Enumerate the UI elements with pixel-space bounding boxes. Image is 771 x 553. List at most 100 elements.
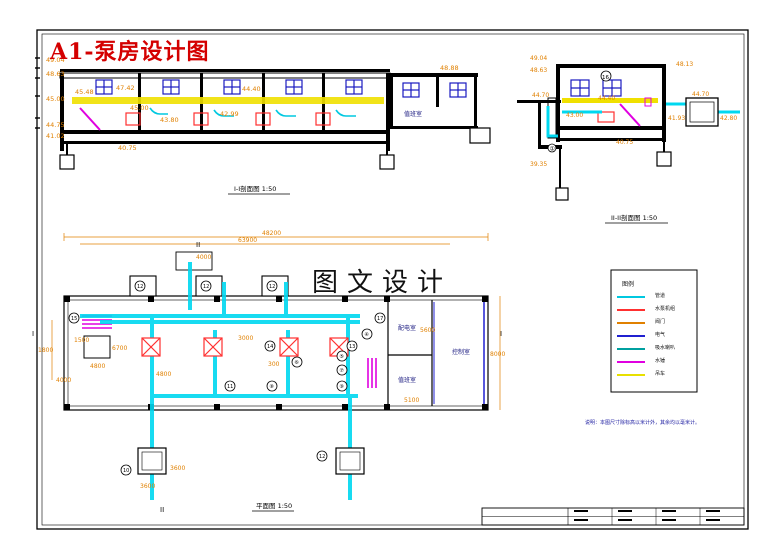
section1-crane-beam [72, 97, 384, 104]
margin-ticks [35, 57, 40, 129]
legend-item: 电气 [617, 331, 687, 339]
svg-text:16: 16 [602, 75, 609, 81]
svg-text:⑤: ⑤ [340, 354, 344, 360]
svg-text:48.63: 48.63 [530, 67, 547, 74]
svg-text:49.04: 49.04 [530, 55, 547, 62]
svg-text:1800: 1800 [38, 347, 53, 354]
svg-text:40.75: 40.75 [616, 139, 633, 146]
svg-text:14: 14 [267, 344, 273, 350]
section1-floor [60, 130, 390, 134]
svg-text:10: 10 [123, 468, 129, 474]
svg-text:3600: 3600 [170, 465, 185, 472]
svg-text:48.13: 48.13 [676, 61, 693, 68]
svg-text:12: 12 [319, 454, 325, 460]
legend-item: 吊车 [617, 370, 687, 378]
svg-text:42.80: 42.80 [720, 115, 737, 122]
svg-text:47.42: 47.42 [116, 84, 135, 92]
section-1-view: 49.04 48.63 45.48 45.00 47.42 45.00 44.4… [46, 56, 491, 195]
svg-text:6700: 6700 [112, 345, 127, 352]
legend-swatch [617, 322, 645, 324]
svg-text:45.00: 45.00 [46, 95, 65, 103]
svg-text:12: 12 [137, 284, 143, 290]
legend-swatch [617, 335, 645, 337]
legend-swatch [617, 374, 645, 376]
drawing-title: A1-泵房设计图 [50, 39, 210, 65]
svg-text:300: 300 [268, 361, 280, 368]
section1-caption: I-I剖面图 1:50 [234, 184, 276, 193]
room-label-1: 配电室 [398, 324, 416, 332]
section1-pumps [125, 112, 331, 126]
svg-text:I: I [500, 330, 502, 338]
legend-box [610, 269, 698, 393]
section1-room-label: 值班室 [404, 110, 422, 118]
svg-text:⑥: ⑥ [295, 360, 300, 366]
svg-text:4800: 4800 [90, 363, 105, 370]
plan-view: 配电室 值班室 控制室 [32, 230, 505, 514]
svg-text:49.04: 49.04 [46, 56, 65, 64]
legend-label: 电气 [655, 332, 666, 338]
plan-pumps [141, 337, 349, 357]
section1-roof [59, 72, 391, 79]
legend-swatch [617, 309, 645, 311]
section2-elevations: 49.04 48.63 44.70 44.40 43.00 44.70 41.9… [530, 55, 737, 168]
section1-footings [59, 154, 395, 170]
svg-text:39.35: 39.35 [530, 161, 547, 168]
svg-text:44.75: 44.75 [46, 121, 65, 129]
section1-stair [79, 107, 101, 131]
svg-text:63900: 63900 [238, 237, 257, 244]
legend-swatch [617, 348, 645, 350]
section1-annex-roof [390, 73, 478, 77]
svg-text:43.80: 43.80 [160, 116, 179, 124]
svg-text:44.40: 44.40 [242, 85, 261, 93]
section1-elevations: 49.04 48.63 45.48 45.00 47.42 45.00 44.4… [46, 56, 459, 152]
legend-item: 吸水喇叭 [617, 344, 687, 352]
svg-text:15: 15 [71, 316, 77, 322]
room-label-2: 值班室 [398, 376, 416, 384]
svg-text:45.00: 45.00 [130, 104, 149, 112]
watermark-text: 图文设计 [312, 268, 453, 298]
svg-text:II: II [196, 241, 200, 249]
svg-text:42.99: 42.99 [220, 110, 239, 118]
svg-text:3600: 3600 [140, 483, 155, 490]
legend-title: 图例 [622, 281, 635, 288]
plan-dimension-lines [51, 233, 501, 410]
legend-label: 管道 [655, 293, 666, 299]
drawing-frame [36, 29, 749, 530]
svg-text:5600: 5600 [420, 327, 435, 334]
svg-text:11: 11 [227, 384, 233, 390]
svg-text:5100: 5100 [404, 397, 419, 404]
section1-roof-cap [60, 69, 390, 72]
title-block [481, 507, 745, 526]
svg-text:48200: 48200 [262, 230, 281, 237]
svg-text:41.93: 41.93 [668, 115, 685, 122]
svg-text:45.48: 45.48 [75, 88, 94, 96]
plan-markers [68, 280, 386, 476]
legend-label: 水锤 [655, 358, 666, 364]
legend-label: 水泵机组 [655, 306, 676, 312]
svg-text:48.88: 48.88 [440, 64, 459, 72]
plan-section-marks: I I II II [32, 241, 502, 514]
legend-item: 阀门 [617, 318, 687, 326]
plan-pipes [80, 262, 360, 500]
svg-text:4000: 4000 [56, 377, 71, 384]
legend-label: 吸水喇叭 [655, 345, 676, 351]
svg-text:12: 12 [203, 284, 209, 290]
legend-label: 阀门 [655, 319, 666, 325]
plan-outside-wells [137, 447, 365, 475]
svg-text:⑦: ⑦ [340, 368, 345, 374]
section2-caption: II-II剖面图 1:50 [611, 213, 657, 222]
svg-text:43.00: 43.00 [566, 112, 583, 119]
legend-swatch [617, 296, 645, 298]
legend-label: 吊车 [655, 371, 666, 377]
plan-intake-wells [129, 275, 289, 297]
legend-swatch [617, 361, 645, 363]
svg-text:8000: 8000 [490, 351, 505, 358]
svg-text:12: 12 [269, 284, 275, 290]
drawing-note: 说明：本图尺寸除标高以米计外，其余均以毫米计。 [585, 420, 701, 426]
svg-text:⑨: ⑨ [340, 384, 344, 390]
svg-text:44.40: 44.40 [598, 95, 615, 102]
svg-text:II: II [160, 506, 164, 514]
svg-text:17: 17 [377, 316, 383, 322]
